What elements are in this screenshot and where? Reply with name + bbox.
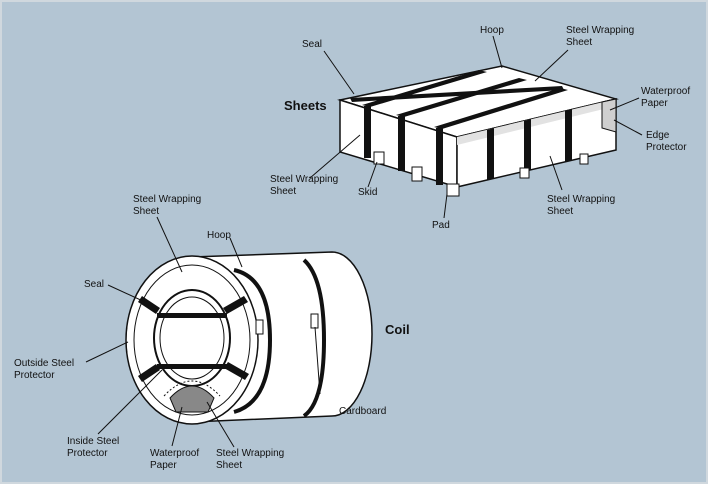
- coil-leaders: [85, 216, 321, 448]
- sheets-label-steel-wrapping-right-2: Sheet: [547, 206, 573, 217]
- coil-label-seal: Seal: [84, 279, 104, 290]
- coil-label-waterproof-1: Waterproof: [150, 448, 199, 459]
- coil-label-inside-protector-2: Protector: [67, 448, 108, 459]
- sheets-label-steel-wrapping-left-2: Sheet: [270, 186, 296, 197]
- coil-label-outside-protector-1: Outside Steel: [14, 358, 74, 369]
- sheets-side-face: [456, 98, 617, 188]
- sheets-label-steel-wrapping-top-1: Steel Wrapping: [566, 25, 634, 36]
- sheets-label-steel-wrapping-left-1: Steel Wrapping: [270, 174, 338, 185]
- sheets-hoops: [350, 70, 568, 129]
- coil-body-hoops: [233, 258, 327, 418]
- sheets-title: Sheets: [284, 98, 327, 113]
- coil-label-steel-wrapping-bottom-2: Sheet: [216, 460, 242, 471]
- coil-label-inside-protector-1: Inside Steel: [67, 436, 119, 447]
- coil-label-steel-wrapping-top-1: Steel Wrapping: [133, 194, 201, 205]
- sheets-leaders: [309, 35, 643, 219]
- sheets-skids: [373, 151, 589, 197]
- coil-inner-bore: [153, 289, 231, 387]
- sheets-hoop-front-2: [398, 116, 405, 171]
- coil-label-cardboard: Cardboard: [339, 406, 386, 417]
- sheets-label-seal: Seal: [302, 39, 322, 50]
- coil-label-steel-wrapping-top-2: Sheet: [133, 206, 159, 217]
- coil-title: Coil: [385, 322, 410, 337]
- sheets-hoop-front-1: [364, 106, 371, 158]
- sheets-label-edge-protector-1: Edge: [646, 130, 670, 141]
- coil-label-outside-protector-2: Protector: [14, 370, 55, 381]
- sheets-label-waterproof-2: Paper: [641, 98, 668, 109]
- sheets-hoop-front-3: [436, 128, 443, 185]
- sheets-label-skid: Skid: [358, 187, 377, 198]
- sheets-edge-protector: [601, 98, 617, 133]
- coil-waterproof-cutaway: [169, 385, 215, 413]
- coil-illustration: [125, 251, 373, 425]
- sheets-label-edge-protector-2: Protector: [646, 142, 687, 153]
- sheets-label-waterproof-1: Waterproof: [641, 86, 690, 97]
- coil-cardboard-clip: [310, 313, 319, 329]
- coil-label-waterproof-2: Paper: [150, 460, 177, 471]
- sheets-illustration: [337, 65, 619, 197]
- coil-label-steel-wrapping-bottom-1: Steel Wrapping: [216, 448, 284, 459]
- coil-radial-hoops: [138, 296, 249, 382]
- coil-label-hoop: Hoop: [207, 230, 231, 241]
- sheets-label-pad: Pad: [432, 220, 450, 231]
- sheets-label-hoop: Hoop: [480, 25, 504, 36]
- sheets-label-steel-wrapping-top-2: Sheet: [566, 37, 592, 48]
- sheets-label-steel-wrapping-right-1: Steel Wrapping: [547, 194, 615, 205]
